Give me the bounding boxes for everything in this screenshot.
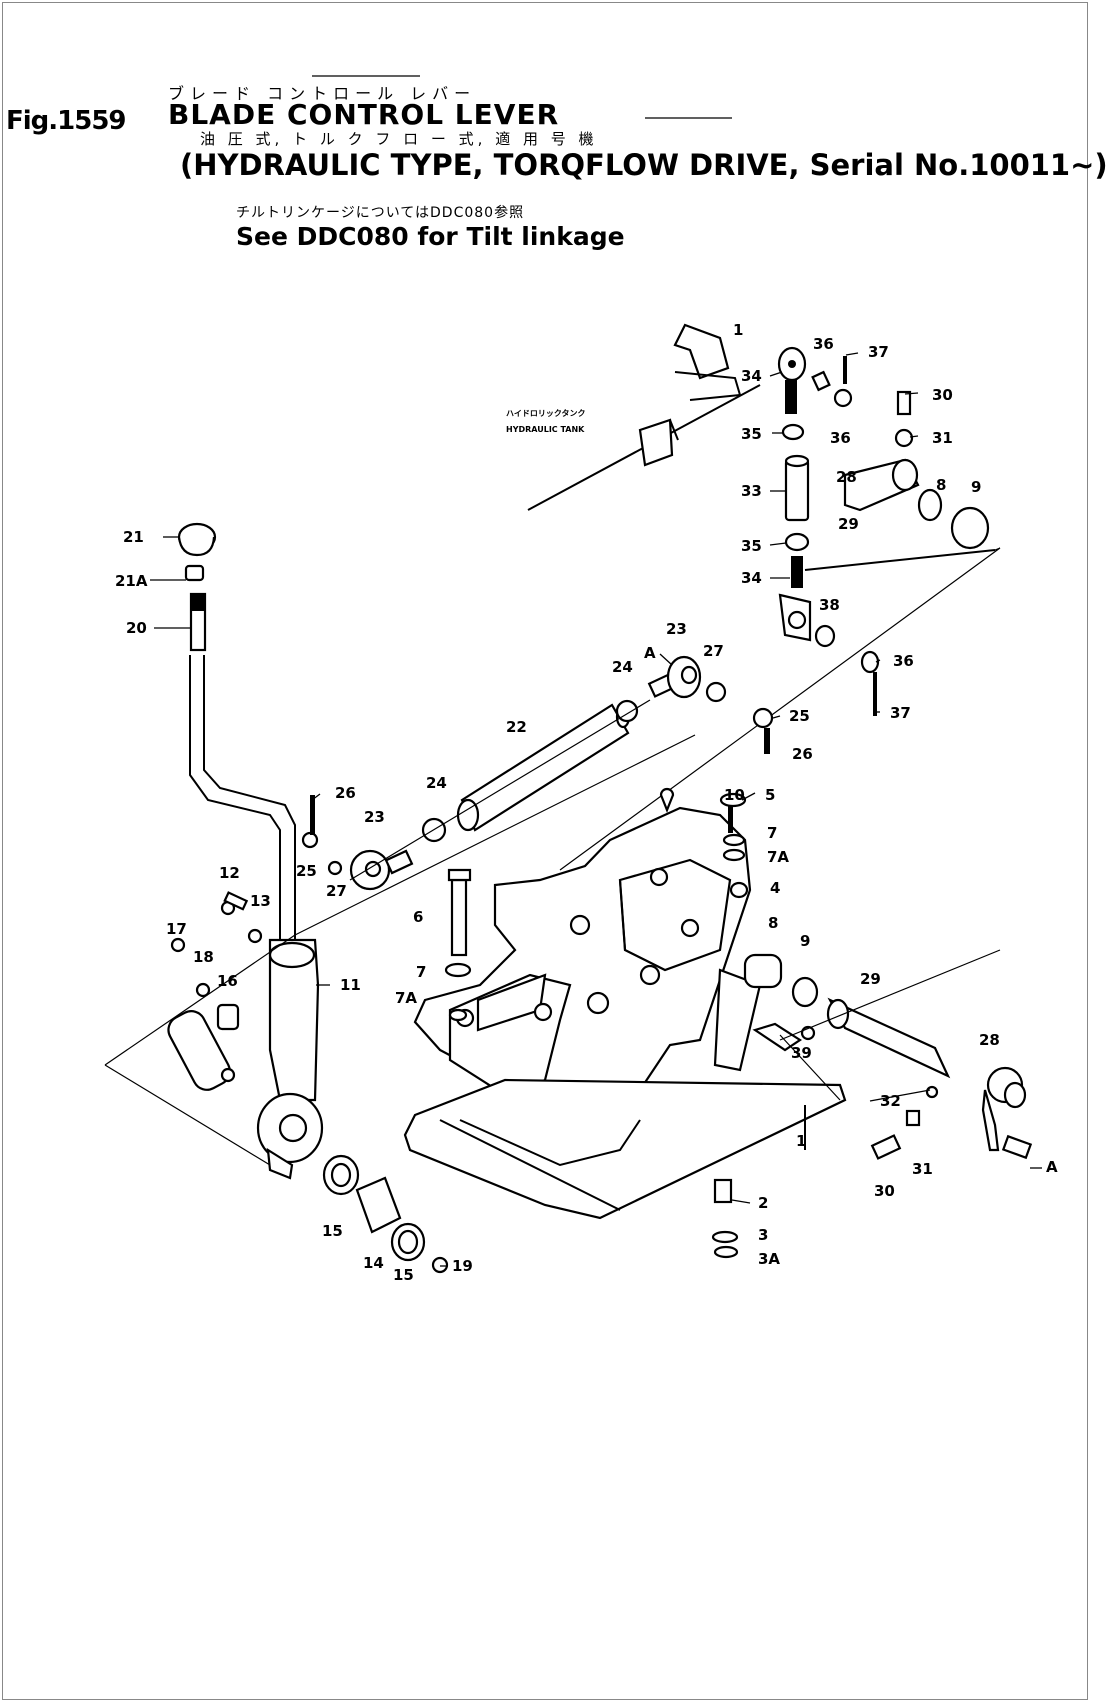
callout-28: 28 — [836, 468, 857, 486]
callout-16: 16 — [217, 972, 238, 990]
callout-27: 27 — [703, 642, 724, 660]
subtitle-japanese: 油 圧 式, ト ル ク フ ロ ー 式, 適 用 号 機 — [200, 130, 598, 148]
callout-31: 31 — [932, 429, 953, 447]
callout-a: A — [1046, 1158, 1058, 1176]
callout-27: 27 — [326, 882, 347, 900]
callout-25: 25 — [789, 707, 810, 725]
callout-30: 30 — [874, 1182, 895, 1200]
diagram-subtitle: (HYDRAULIC TYPE, TORQFLOW DRIVE, Serial … — [180, 148, 1108, 182]
callout-20: 20 — [126, 619, 147, 637]
callout-24: 24 — [612, 658, 633, 676]
callout-39: 39 — [791, 1044, 812, 1062]
callout-7: 7 — [767, 824, 777, 842]
callout-33: 33 — [741, 482, 762, 500]
callout-30: 30 — [932, 386, 953, 404]
callout-23: 23 — [666, 620, 687, 638]
callout-3: 3 — [758, 1226, 768, 1244]
callout-4: 4 — [770, 879, 780, 897]
callout-8: 8 — [936, 476, 946, 494]
diagram-title: BLADE CONTROL LEVER — [168, 98, 560, 131]
callout-19: 19 — [452, 1257, 473, 1275]
callout-25: 25 — [296, 862, 317, 880]
callout-11: 11 — [340, 976, 361, 994]
title-japanese: ブレード コントロール レバー — [168, 84, 477, 103]
callout-9: 9 — [971, 478, 981, 496]
callout-12: 12 — [219, 864, 240, 882]
callout-34: 34 — [741, 569, 762, 587]
callout-3a: 3A — [758, 1250, 780, 1268]
callout-2: 2 — [758, 1194, 768, 1212]
callout-6: 6 — [413, 908, 423, 926]
callout-7a: 7A — [395, 989, 417, 1007]
callout-9: 9 — [800, 932, 810, 950]
callout-36: 36 — [830, 429, 851, 447]
drawing-frame — [2, 2, 1088, 1700]
callout-35: 35 — [741, 537, 762, 555]
callout-24: 24 — [426, 774, 447, 792]
callout-5: 5 — [765, 786, 775, 804]
figure-number: Fig.1559 — [6, 106, 127, 136]
callout-14: 14 — [363, 1254, 384, 1272]
callout-15: 15 — [322, 1222, 343, 1240]
leader-lines — [150, 352, 1042, 1267]
reference-note: See DDC080 for Tilt linkage — [236, 222, 625, 251]
blade-control-lever — [104, 522, 696, 1274]
note-japanese: チルトリンケージについてはDDC080参照 — [236, 205, 525, 221]
callout-34: 34 — [741, 367, 762, 385]
callout-15: 15 — [393, 1266, 414, 1284]
callout-35: 35 — [741, 425, 762, 443]
callout-7: 7 — [416, 963, 426, 981]
control-rod — [301, 655, 727, 891]
callout-21: 21 — [123, 528, 144, 546]
callout-22: 22 — [506, 718, 527, 736]
callout-1: 1 — [733, 321, 743, 339]
callout-1: 1 — [796, 1132, 806, 1150]
callout-37: 37 — [868, 343, 889, 361]
upper-linkage-parts — [559, 346, 1001, 871]
callout-18: 18 — [193, 948, 214, 966]
callout-32: 32 — [880, 1092, 901, 1110]
callout-29: 29 — [860, 970, 881, 988]
callout-26: 26 — [335, 784, 356, 802]
callout-31: 31 — [912, 1160, 933, 1178]
callout-a: A — [644, 644, 656, 662]
part-callouts: 1 1 2 3 3A 4 5 6 7 7 7A 7A 8 8 9 9 10 11… — [115, 321, 1058, 1284]
callout-37: 37 — [890, 704, 911, 722]
right-linkage-parts — [870, 1066, 1033, 1160]
callout-28: 28 — [979, 1031, 1000, 1049]
callout-8: 8 — [768, 914, 778, 932]
callout-38: 38 — [819, 596, 840, 614]
callout-23: 23 — [364, 808, 385, 826]
hydraulic-tank-label: HYDRAULIC TANK — [506, 425, 585, 434]
callout-36: 36 — [893, 652, 914, 670]
callout-29: 29 — [838, 515, 859, 533]
callout-17: 17 — [166, 920, 187, 938]
callout-21a: 21A — [115, 572, 148, 590]
callout-36: 36 — [813, 335, 834, 353]
callout-10: 10 — [724, 786, 745, 804]
hydraulic-tank-bracket — [527, 323, 761, 511]
base-plate-assembly — [403, 787, 1001, 1259]
callout-7a: 7A — [767, 848, 789, 866]
callout-13: 13 — [250, 892, 271, 910]
hydraulic-tank-label-jp: ハイドロリックタンク — [506, 408, 586, 418]
callout-26: 26 — [792, 745, 813, 763]
